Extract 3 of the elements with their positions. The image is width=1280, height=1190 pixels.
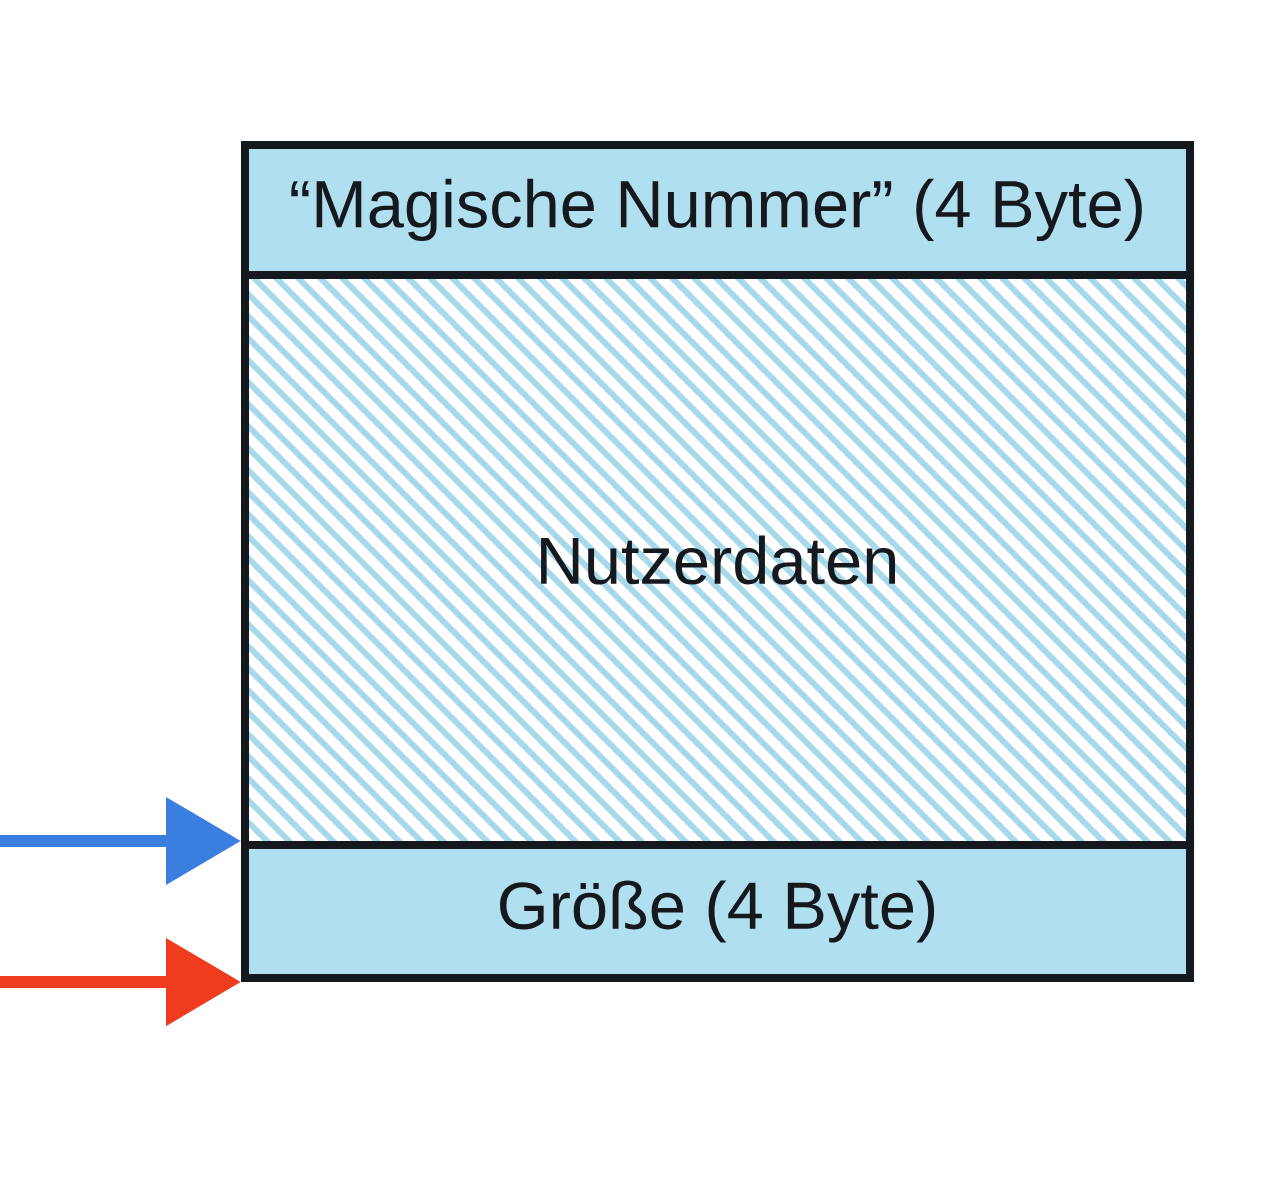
field-band: Größe (4 Byte) (241, 841, 1195, 982)
field-band: “Magische Nummer” (4 Byte) (241, 141, 1195, 279)
data-band: Nutzerdaten (241, 271, 1195, 849)
